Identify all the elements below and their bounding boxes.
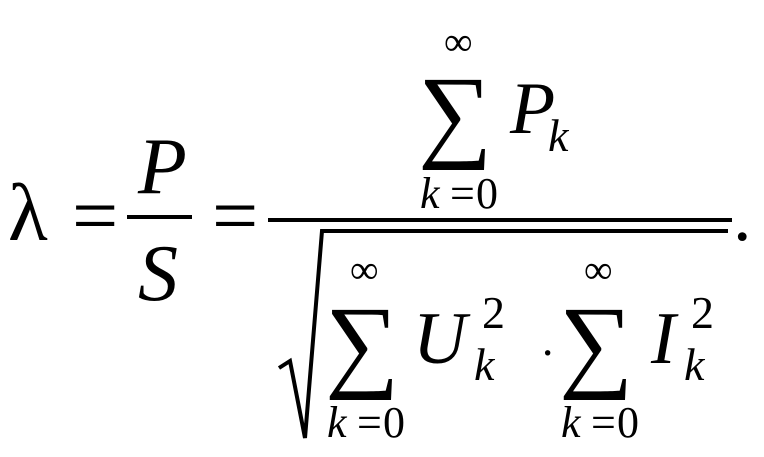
denominator-sum2-lower-k: k	[561, 398, 582, 447]
trailing-period: .	[733, 175, 752, 257]
numerator-term-p: P	[509, 68, 555, 150]
denominator-term-i-sub-k: k	[684, 339, 706, 390]
denominator-term-i: I	[650, 298, 679, 380]
numerator-sum-lower-eq: =	[450, 169, 475, 218]
numerator-sum-symbol: ∑	[418, 56, 492, 171]
denominator-sum1-lower-k: k	[327, 398, 348, 447]
denominator-sum1-lower-zero: 0	[383, 398, 405, 447]
denominator-sum2-lower-eq: =	[591, 398, 616, 447]
denominator-term-u-sub-k: k	[474, 339, 496, 390]
ratio-denominator-s: S	[138, 230, 178, 318]
denominator-sum2-upper-limit: ∞	[584, 247, 613, 292]
numerator-sum-lower-k: k	[420, 169, 441, 218]
equals-sign-1: =	[72, 170, 118, 261]
denominator-sum1-symbol: ∑	[325, 286, 399, 401]
equals-sign-2: =	[212, 170, 258, 261]
denominator-term-u: U	[413, 298, 471, 380]
ratio-numerator-p: P	[137, 123, 187, 211]
denominator-sum1-upper-limit: ∞	[350, 247, 379, 292]
numerator-sum-upper-limit: ∞	[444, 19, 473, 64]
denominator-term-i-sup-2: 2	[691, 287, 714, 338]
denominator-sum1-lower-eq: =	[357, 398, 382, 447]
lambda-symbol: λ	[8, 167, 48, 258]
dot-operator: ·	[540, 327, 555, 378]
denominator-sum2-symbol: ∑	[559, 286, 633, 401]
numerator-term-sub-k: k	[548, 110, 570, 161]
denominator-term-u-sup-2: 2	[482, 287, 505, 338]
square-root-sign	[277, 229, 728, 439]
denominator-sum2-lower-zero: 0	[617, 398, 639, 447]
numerator-sum-lower-zero: 0	[476, 169, 498, 218]
